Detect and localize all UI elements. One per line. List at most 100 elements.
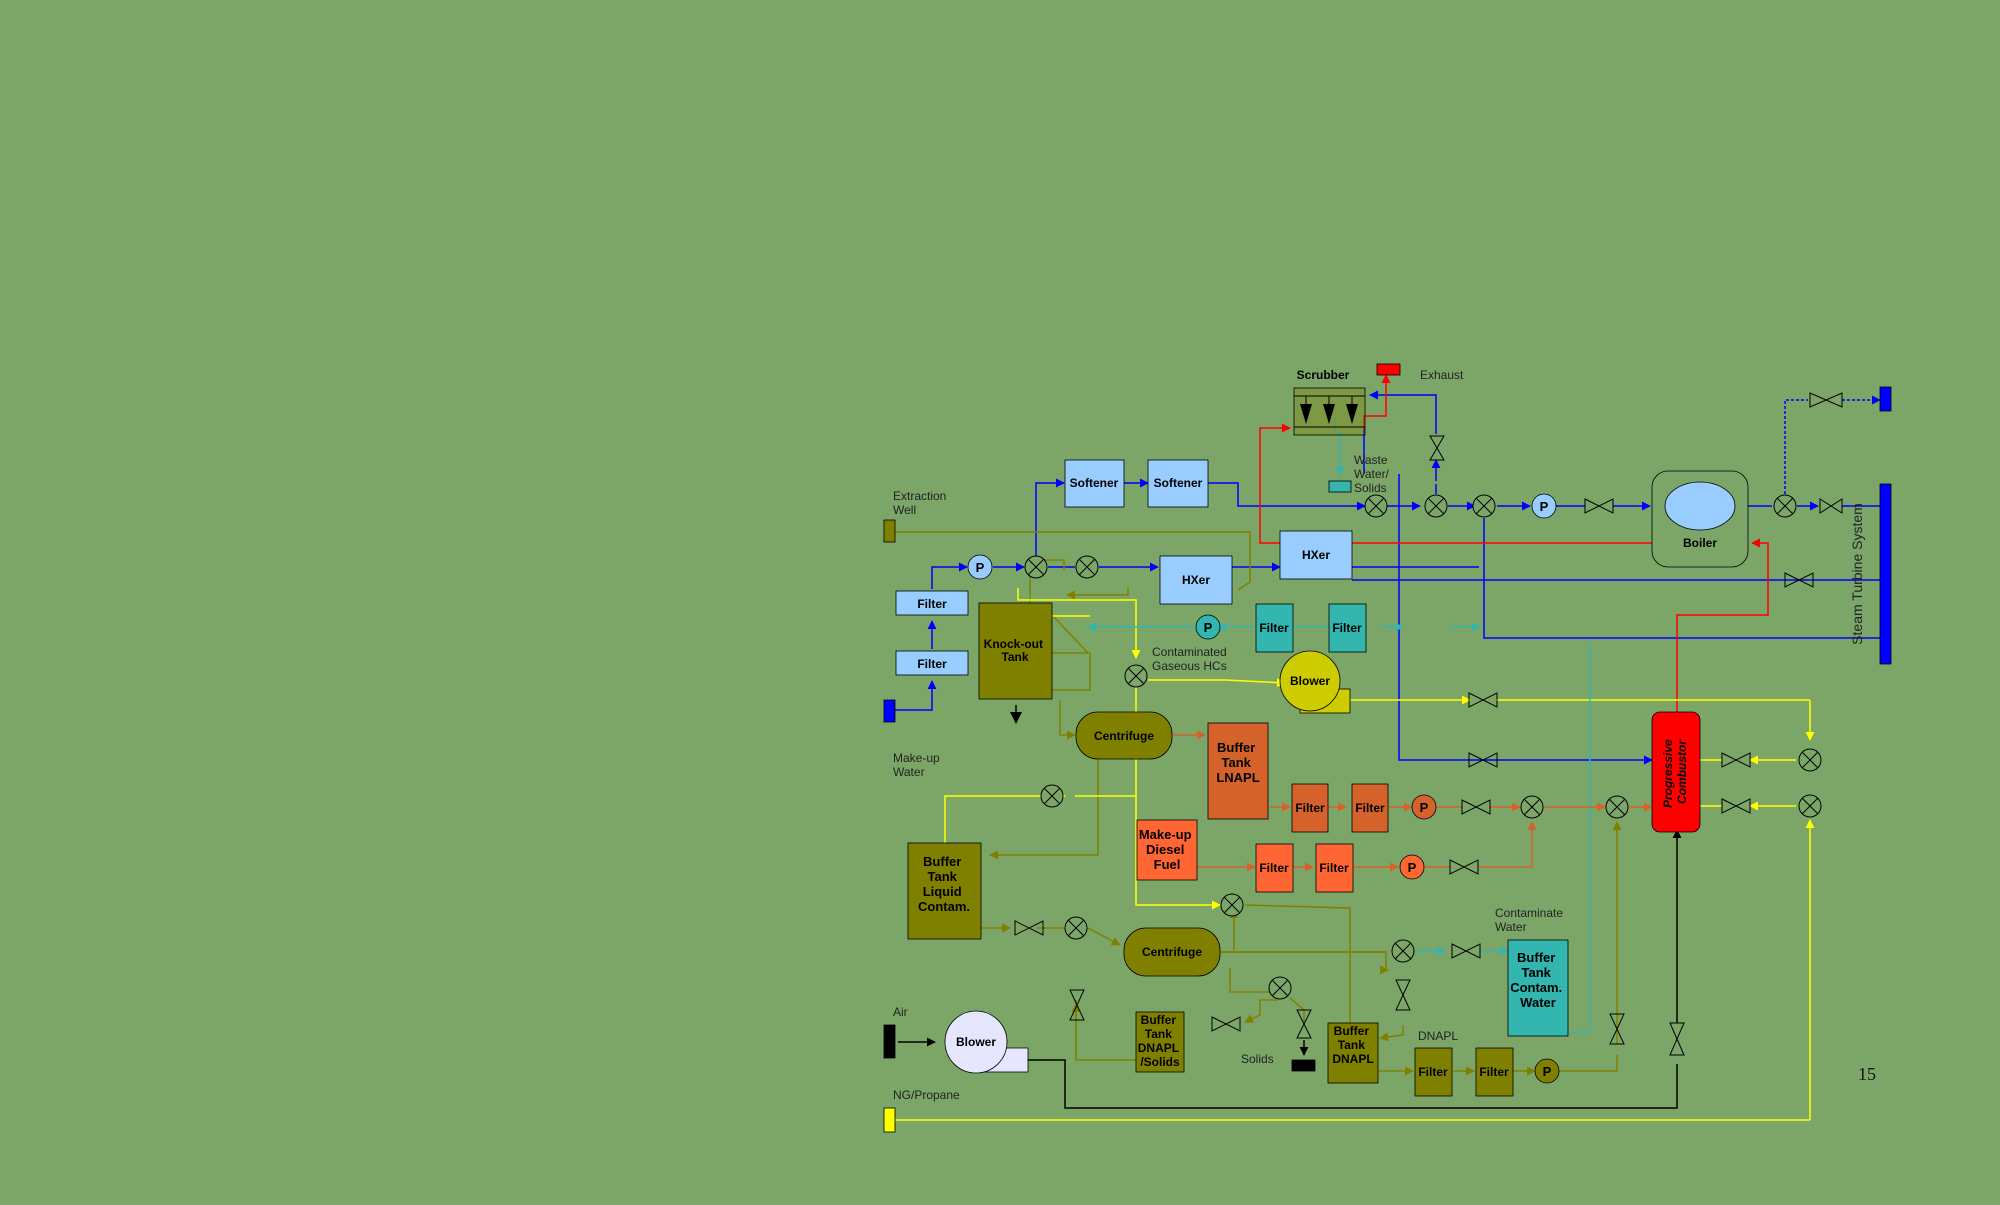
filter-diesel-2[interactable]: [1315, 843, 1354, 893]
knockout-tank[interactable]: [978, 602, 1053, 700]
buffer-tank-lnapl[interactable]: [1207, 722, 1269, 820]
softener-2-label: Softener: [1154, 476, 1203, 490]
pump-water[interactable]: [967, 554, 993, 580]
waste-water-label: Waste Water/ Solids: [1354, 453, 1392, 495]
labels: Softener Softener HXer HXer Boiler Scrub…: [893, 368, 1876, 1102]
mixer[interactable]: [1040, 784, 1064, 808]
centrifuge-1[interactable]: [1075, 711, 1173, 760]
air-source: [883, 1024, 896, 1059]
ng-propane-source: [883, 1107, 896, 1133]
mixer[interactable]: [1268, 976, 1292, 1000]
centrifuge-label: Centrifuge: [1142, 945, 1202, 959]
equipment: [883, 363, 1892, 1133]
filter-water-top[interactable]: [895, 590, 969, 616]
steam-turbine-label: Steam Turbine System: [1849, 503, 1865, 645]
buffer-tank-dnapl-solids[interactable]: [1135, 1011, 1185, 1073]
progressive-combustor[interactable]: [1651, 711, 1701, 833]
mixer[interactable]: [1605, 795, 1629, 819]
filter-dnapl-1[interactable]: [1414, 1047, 1453, 1097]
hxer-2[interactable]: [1279, 530, 1353, 580]
valve[interactable]: [1819, 498, 1843, 514]
makeup-diesel-label: Make-up Diesel Fuel: [1139, 827, 1195, 872]
filter-label: Filter: [1332, 621, 1362, 635]
hxer-1[interactable]: [1159, 555, 1233, 605]
valve[interactable]: [1468, 692, 1498, 708]
valve[interactable]: [1468, 752, 1498, 768]
valve[interactable]: [1584, 498, 1614, 514]
filter-gas-2[interactable]: [1328, 603, 1367, 653]
softener-1[interactable]: [1064, 459, 1125, 508]
mixer[interactable]: [1520, 795, 1544, 819]
filter-dnapl-2[interactable]: [1475, 1047, 1514, 1097]
napl-lines: [1173, 730, 1653, 872]
valve[interactable]: [1449, 859, 1479, 875]
filter-water-bottom[interactable]: [895, 650, 969, 676]
valve[interactable]: [1461, 799, 1491, 815]
dnapl-label: DNAPL: [1418, 1029, 1458, 1043]
filter-diesel-1[interactable]: [1255, 843, 1294, 893]
hxer-1-label: HXer: [1182, 573, 1210, 587]
filter-gas-1[interactable]: [1255, 603, 1294, 653]
buffer-tank-dnapl[interactable]: [1327, 1022, 1379, 1084]
valve[interactable]: [1296, 1009, 1312, 1039]
mixer[interactable]: [1124, 664, 1148, 688]
mixer[interactable]: [1220, 893, 1244, 917]
valve[interactable]: [1069, 989, 1085, 1021]
buffer-tank-liquid-contam[interactable]: [907, 842, 982, 940]
valve[interactable]: [1721, 798, 1751, 814]
softener-1-label: Softener: [1070, 476, 1119, 490]
scrubber[interactable]: [1293, 387, 1366, 436]
valve[interactable]: [1721, 752, 1751, 768]
mixer[interactable]: [1024, 555, 1048, 579]
mixer[interactable]: [1773, 494, 1797, 518]
mixer[interactable]: [1798, 748, 1822, 772]
mixer[interactable]: [1064, 916, 1088, 940]
pump-boiler-feed[interactable]: [1531, 493, 1557, 519]
centrifuge-2[interactable]: [1123, 927, 1221, 977]
blower-label: Blower: [956, 1035, 996, 1049]
valve[interactable]: [1609, 1013, 1625, 1045]
valve[interactable]: [1395, 979, 1411, 1011]
buffer-tank-contam-water[interactable]: [1507, 939, 1569, 1037]
buffer-tank-liquid-label: Buffer Tank Liquid Contam.: [918, 854, 970, 914]
ng-propane-label: NG/Propane: [893, 1088, 960, 1102]
filter-lnapl-1[interactable]: [1291, 783, 1329, 833]
mixer[interactable]: [1364, 494, 1388, 518]
blower-gas[interactable]: [1279, 650, 1351, 714]
softener-2[interactable]: [1147, 459, 1209, 508]
pump-lnapl[interactable]: [1411, 794, 1437, 820]
mixer[interactable]: [1391, 939, 1415, 963]
extraction-well-source: [883, 519, 896, 543]
valve[interactable]: [1211, 1016, 1241, 1032]
valve[interactable]: [1669, 1022, 1685, 1056]
valve[interactable]: [1784, 572, 1814, 588]
filter-lnapl-2[interactable]: [1351, 783, 1389, 833]
valves: [1014, 392, 1843, 1056]
liquid-lines: [895, 531, 1622, 1076]
blower-air[interactable]: [944, 1010, 1029, 1074]
mixer[interactable]: [1798, 794, 1822, 818]
centrifuge-label: Centrifuge: [1094, 729, 1154, 743]
pump-dnapl[interactable]: [1534, 1058, 1560, 1084]
valve[interactable]: [1809, 392, 1843, 408]
pump-label: P: [1420, 800, 1429, 815]
mixer[interactable]: [1424, 494, 1448, 518]
steam-outlet-top: [1879, 386, 1892, 412]
filter-label: Filter: [917, 597, 947, 611]
buffer-tank-water-label: Buffer Tank Contam. Water: [1510, 950, 1566, 1010]
filter-label: Filter: [1295, 801, 1325, 815]
valve[interactable]: [1429, 435, 1445, 461]
valve[interactable]: [1451, 943, 1481, 959]
valve[interactable]: [1014, 920, 1044, 936]
mixer[interactable]: [1472, 494, 1496, 518]
extraction-well-label: Extraction Well: [893, 489, 950, 517]
pump-diesel[interactable]: [1399, 854, 1425, 880]
mixer[interactable]: [1075, 555, 1099, 579]
pump-gas[interactable]: [1195, 614, 1221, 640]
boiler[interactable]: [1651, 470, 1749, 568]
filter-label: Filter: [1319, 861, 1349, 875]
exhaust-outlet: [1376, 363, 1401, 376]
makeup-diesel-fuel[interactable]: [1136, 819, 1198, 881]
